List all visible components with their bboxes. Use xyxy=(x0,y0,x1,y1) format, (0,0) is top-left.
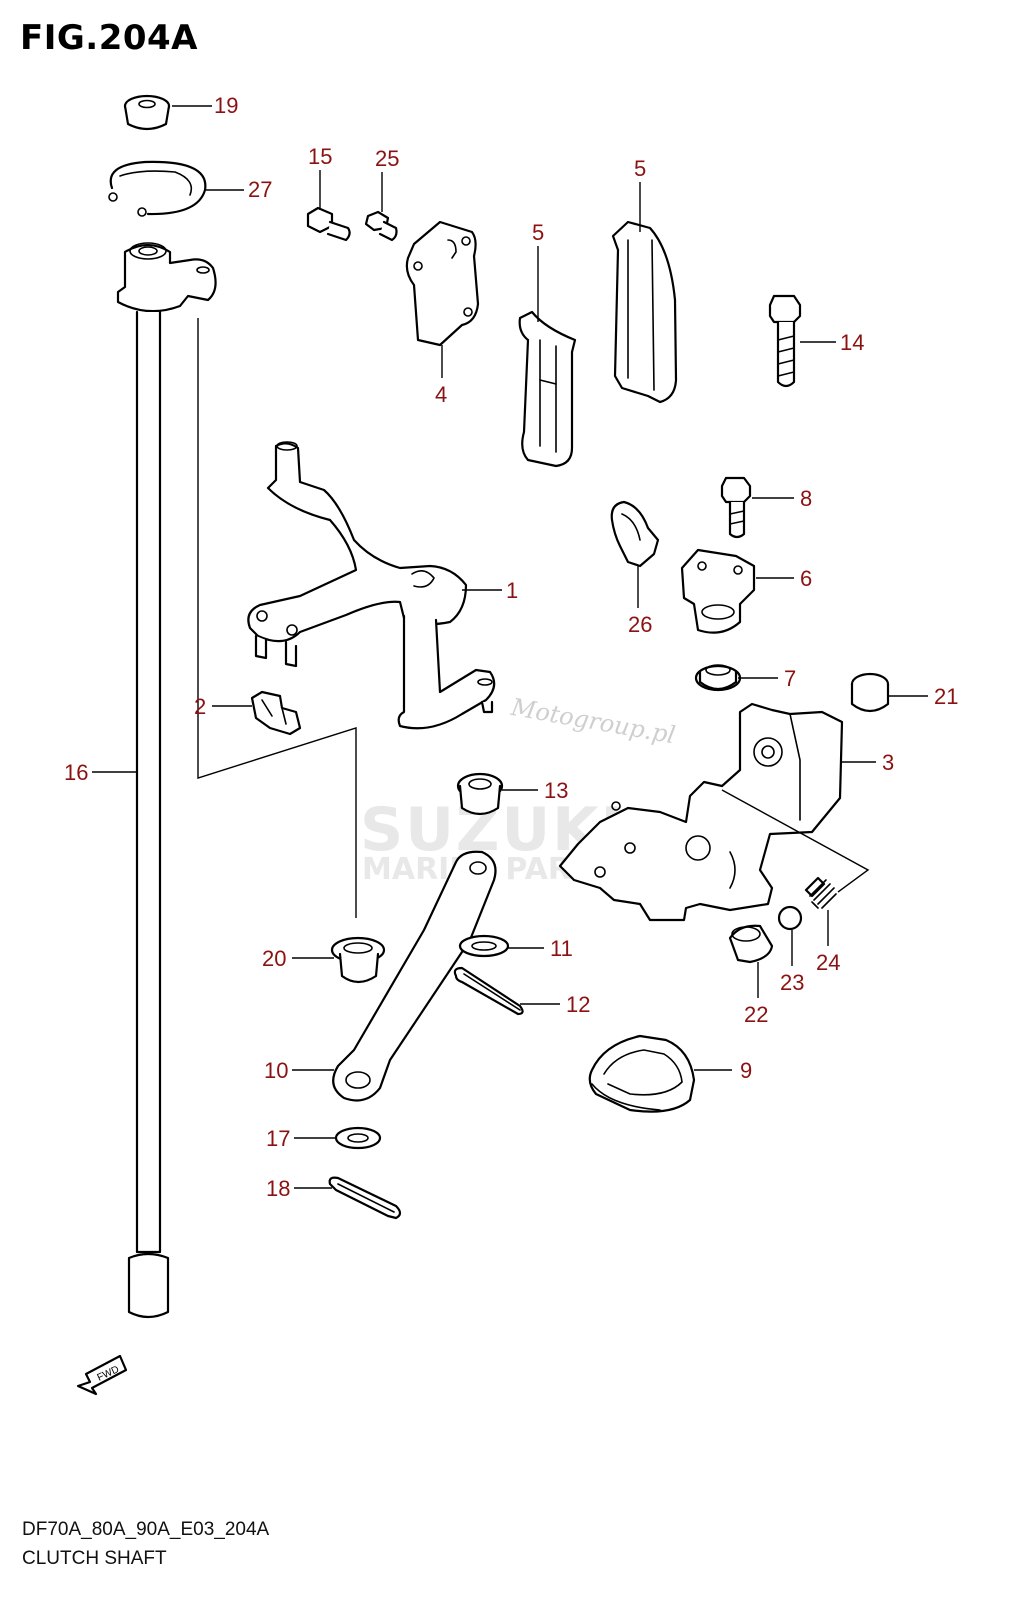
callout-24: 24 xyxy=(816,950,840,975)
part-22-sleeve[interactable] xyxy=(728,924,774,964)
part-20-bushing[interactable] xyxy=(330,936,386,984)
part-5-bracket-right[interactable] xyxy=(611,220,678,404)
callout-7: 7 xyxy=(784,666,796,691)
model-code: DF70A_80A_90A_E03_204A xyxy=(22,1519,270,1540)
part-15-bolt[interactable] xyxy=(306,206,351,242)
callout-11: 11 xyxy=(550,936,573,961)
part-12-cotter-pin[interactable] xyxy=(453,966,524,1016)
part-27-circlip[interactable] xyxy=(108,160,207,217)
part-26-clip[interactable] xyxy=(610,500,660,568)
callout-10: 10 xyxy=(264,1058,288,1083)
figure-title: FIG.204A xyxy=(20,18,198,58)
part-16-clutch-shaft[interactable] xyxy=(116,242,217,1319)
part-25-screw[interactable] xyxy=(364,210,398,242)
part-23-ball[interactable] xyxy=(777,905,803,931)
callout-9: 9 xyxy=(740,1058,752,1083)
callout-16: 16 xyxy=(64,760,88,785)
callout-17: 17 xyxy=(266,1126,290,1151)
part-24-spring[interactable] xyxy=(804,876,837,909)
part-2-clip[interactable] xyxy=(250,690,302,736)
callout-20: 20 xyxy=(262,946,286,971)
part-10-link-arm[interactable] xyxy=(332,850,497,1102)
part-6-bracket-block[interactable] xyxy=(680,548,756,634)
callout-8: 8 xyxy=(800,486,812,511)
part-9-seal[interactable] xyxy=(588,1034,696,1113)
callout-2: 2 xyxy=(194,694,206,719)
callout-15: 15 xyxy=(308,144,332,169)
callout-5-right: 5 xyxy=(634,156,646,181)
figure-name: CLUTCH SHAFT xyxy=(22,1548,167,1569)
part-11-washer[interactable] xyxy=(458,934,510,958)
callout-26: 26 xyxy=(628,612,652,637)
callout-14: 14 xyxy=(840,330,864,355)
callout-5-left: 5 xyxy=(532,220,544,245)
fwd-arrow-icon xyxy=(76,1354,128,1396)
callout-21: 21 xyxy=(934,684,958,709)
callout-12: 12 xyxy=(566,992,590,1017)
callout-4: 4 xyxy=(435,382,447,407)
part-18-cotter-pin[interactable] xyxy=(328,1176,402,1220)
callout-19: 19 xyxy=(214,93,238,118)
part-17-washer[interactable] xyxy=(334,1126,382,1150)
part-1-shift-lever[interactable] xyxy=(247,441,496,730)
callout-18: 18 xyxy=(266,1176,290,1201)
dashed-reference-line-2 xyxy=(721,789,870,893)
callout-22: 22 xyxy=(744,1002,768,1027)
part-7-bushing[interactable] xyxy=(694,664,742,692)
callout-6: 6 xyxy=(800,566,812,591)
leader-lines xyxy=(92,105,928,1189)
callout-27: 27 xyxy=(248,177,272,202)
callout-25: 25 xyxy=(375,146,399,171)
part-4-plate[interactable] xyxy=(405,220,480,347)
part-5-bracket-left[interactable] xyxy=(518,310,577,468)
part-21-plug[interactable] xyxy=(850,672,890,713)
callout-1: 1 xyxy=(506,578,518,603)
part-3-shift-housing[interactable] xyxy=(558,702,844,922)
callout-numbers: 19 27 15 25 4 5 5 14 8 6 26 1 2 7 21 3 1… xyxy=(64,93,958,1201)
part-13-bushing[interactable] xyxy=(456,772,504,816)
part-8-bolt[interactable] xyxy=(720,476,752,539)
dashed-reference-line xyxy=(197,318,357,918)
callout-23: 23 xyxy=(780,970,804,995)
part-14-bolt[interactable] xyxy=(768,294,802,388)
callout-13: 13 xyxy=(544,778,568,803)
callout-3: 3 xyxy=(882,750,894,775)
part-19-plug[interactable] xyxy=(123,94,171,131)
